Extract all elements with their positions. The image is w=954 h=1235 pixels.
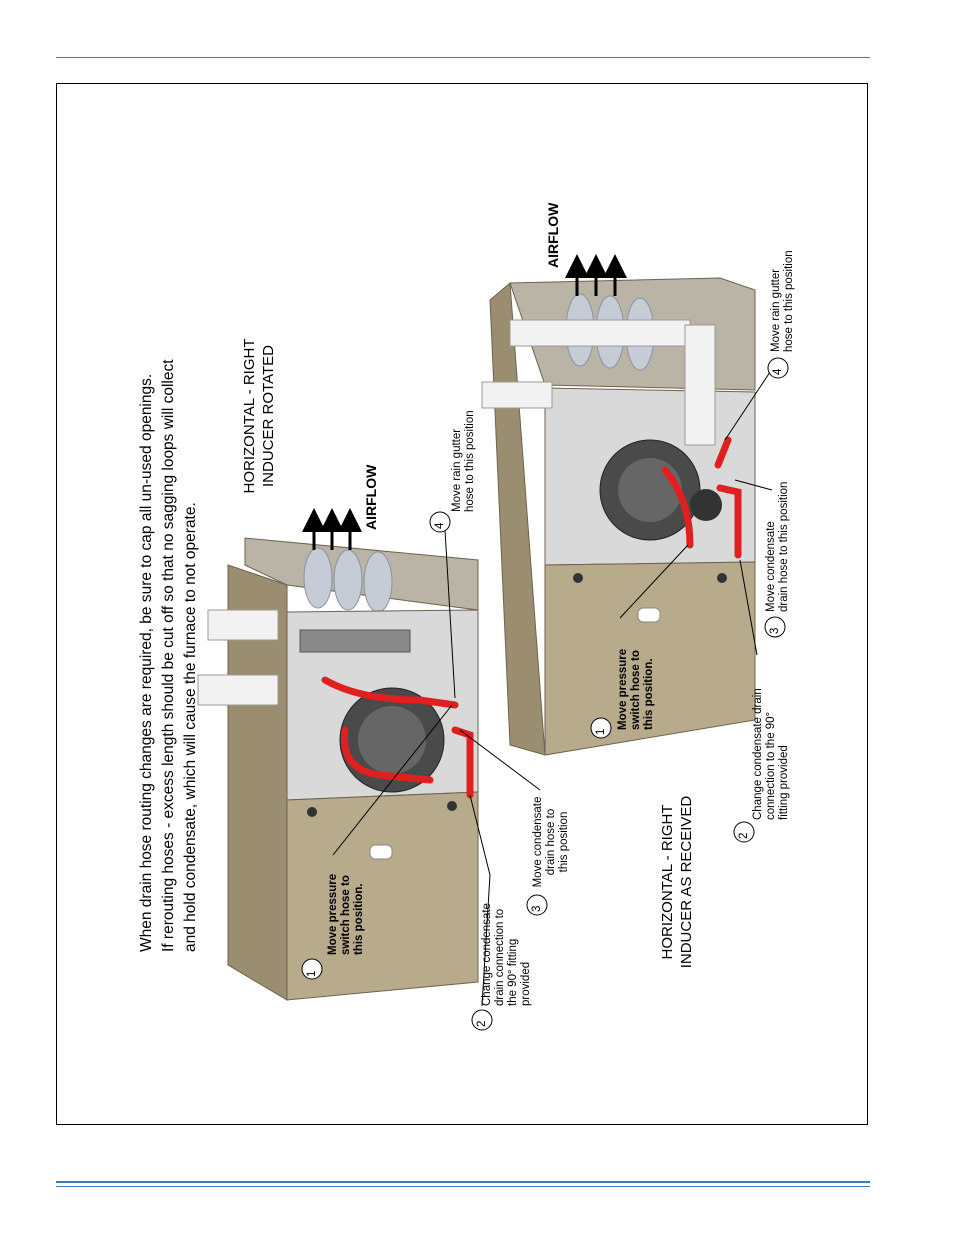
upper-cabinet-door (286, 791, 479, 1001)
lower-step-3-number: 3 (769, 627, 781, 634)
header-rule (56, 57, 870, 58)
upper-vent-pipes (197, 609, 279, 706)
upper-airflow-label: AIRFLOW (363, 464, 379, 530)
figure-frame (56, 83, 868, 1125)
warning-line-3: and hold condensate, which will cause th… (182, 502, 199, 952)
lower-airflow-label: AIRFLOW (545, 202, 561, 268)
lower-step-4-text: Move rain gutter hose to this position (770, 250, 795, 352)
footer-rule (56, 1181, 870, 1183)
upper-step-1-text: Move pressure switch hose to this positi… (327, 873, 365, 955)
upper-step-3-number: 3 (531, 905, 543, 912)
lower-title: HORIZONTAL - RIGHT INDUCER AS RECEIVED (659, 795, 695, 969)
upper-leader-lines (332, 529, 541, 1007)
lower-step-1-number: 1 (595, 728, 607, 735)
upper-airflow-arrows (302, 508, 362, 550)
upper-step-4-number: 4 (434, 522, 446, 529)
lower-step-markers (590, 357, 789, 843)
lower-door-handle (637, 607, 661, 623)
upper-step-4-text: Move rain gutter hose to this position (451, 410, 476, 512)
upper-door-handle (369, 844, 393, 860)
upper-title: HORIZONTAL - RIGHT INDUCER ROTATED (241, 338, 277, 494)
footer-rule-thin (56, 1186, 870, 1187)
upper-step-1-number: 1 (306, 970, 318, 977)
lower-step-4-number: 4 (772, 368, 784, 375)
lower-hoses (661, 436, 742, 559)
lower-vent-pipes (481, 319, 716, 446)
upper-step-3-text: Move condensate drain hose to this posit… (532, 796, 570, 888)
upper-heat-exchanger (303, 547, 393, 613)
warning-line-2: If rerouting hoses - excess length shoul… (160, 359, 177, 952)
upper-step-2-number: 2 (476, 1020, 488, 1027)
upper-step-2-text: Change condensate drain connection to th… (481, 903, 532, 1006)
lower-step-2-text: Change condensate drain connection to th… (752, 688, 790, 820)
upper-furnace (197, 508, 548, 1031)
lower-cabinet-door (544, 561, 756, 756)
lower-furnace (481, 254, 789, 843)
lower-step-1-text: Move pressure switch hose to this positi… (617, 648, 655, 730)
lower-step-3-text: Move condensate drain hose to this posit… (765, 481, 790, 612)
warning-line-1: When drain hose routing changes are requ… (138, 373, 155, 952)
upper-step-markers (301, 511, 548, 1031)
lower-step-2-number: 2 (738, 832, 750, 839)
upper-hoses (321, 676, 474, 799)
warning-note: When drain hose routing changes are requ… (136, 252, 202, 952)
lower-airflow-arrows (565, 254, 627, 296)
